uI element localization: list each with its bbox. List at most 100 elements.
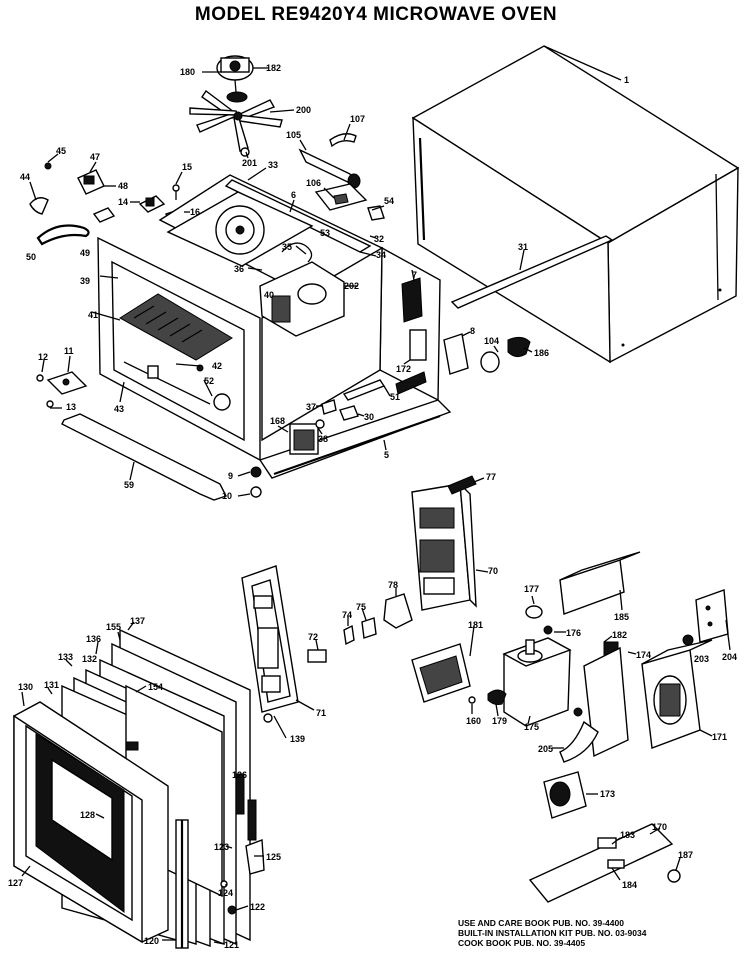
leader-1: [543, 45, 622, 81]
label-131: 131: [44, 680, 59, 690]
label-47: 47: [90, 152, 100, 162]
label-179: 179: [492, 716, 507, 726]
label-72: 72: [308, 632, 318, 642]
label-9: 9: [228, 471, 233, 481]
label-205: 205: [538, 744, 553, 754]
label-14: 14: [118, 197, 128, 207]
label-155: 155: [106, 622, 121, 632]
bracket-185: [559, 551, 641, 615]
bracket-107: [329, 133, 357, 148]
label-187: 187: [678, 850, 693, 860]
label-5: 5: [384, 450, 389, 460]
connector-77: [447, 475, 477, 495]
label-50: 50: [26, 252, 36, 262]
label-45: 45: [56, 146, 66, 156]
door-assembly: [13, 628, 265, 949]
label-172: 172: [396, 364, 411, 374]
label-6: 6: [291, 190, 296, 200]
parts-8-104-186: [443, 333, 531, 375]
screw-176: [543, 625, 553, 635]
label-52: 52: [204, 376, 214, 386]
leader-lines: [21, 67, 731, 945]
duct-174: [559, 646, 629, 763]
label-121: 121: [224, 940, 239, 950]
label-203: 203: [694, 654, 709, 664]
label-171: 171: [712, 732, 727, 742]
label-202: 202: [344, 281, 359, 291]
label-136: 136: [86, 634, 101, 644]
duct-105: [298, 148, 361, 189]
label-125: 125: [266, 852, 281, 862]
bracket-204: [695, 589, 729, 643]
label-41: 41: [88, 310, 98, 320]
label-43: 43: [114, 404, 124, 414]
label-39: 39: [80, 276, 90, 286]
label-1: 1: [624, 75, 629, 85]
label-120: 120: [144, 936, 159, 946]
label-33: 33: [268, 160, 278, 170]
part-181: [411, 643, 471, 703]
diagram-title: MODEL RE9420Y4 MICROWAVE OVEN: [194, 4, 558, 25]
label-12: 12: [38, 352, 48, 362]
label-200: 200: [296, 105, 311, 115]
label-137: 137: [130, 616, 145, 626]
label-130: 130: [18, 682, 33, 692]
label-184: 184: [622, 880, 637, 890]
label-183: 183: [620, 830, 635, 840]
publication-notes: USE AND CARE BOOK PUB. NO. 39-4400 BUILT…: [458, 918, 748, 948]
label-181: 181: [468, 620, 483, 630]
plate-106: [314, 183, 368, 211]
base-plate-170: [528, 823, 674, 903]
small-parts-left: [29, 162, 191, 246]
control-panel-71: [241, 565, 299, 713]
label-204: 204: [722, 652, 737, 662]
label-124: 124: [218, 888, 233, 898]
cabinet-rail-31: [450, 235, 614, 309]
label-59: 59: [124, 480, 134, 490]
control-board-70: [411, 482, 477, 611]
ring-177: [525, 605, 543, 619]
label-106: 106: [306, 178, 321, 188]
label-126: 126: [232, 770, 247, 780]
label-13: 13: [66, 402, 76, 412]
foot-10: [250, 486, 262, 498]
label-71: 71: [316, 708, 326, 718]
label-37: 37: [306, 402, 316, 412]
label-30: 30: [364, 412, 374, 422]
label-78: 78: [388, 580, 398, 590]
label-48: 48: [118, 181, 128, 191]
label-36: 36: [234, 264, 244, 274]
label-11: 11: [64, 346, 74, 356]
part-179: [487, 689, 507, 705]
fan-motor-173: [543, 771, 587, 819]
label-182: 182: [266, 63, 281, 73]
label-7: 7: [412, 270, 417, 280]
label-185: 185: [614, 612, 629, 622]
label-201: 201: [242, 158, 257, 168]
label-132: 132: [82, 654, 97, 664]
label-35: 35: [282, 242, 292, 252]
label-51: 51: [390, 392, 400, 402]
label-173: 173: [600, 789, 615, 799]
label-15: 15: [182, 162, 192, 172]
label-104: 104: [484, 336, 499, 346]
fan-motor: [216, 55, 254, 103]
foot-9: [250, 466, 262, 478]
label-10: 10: [222, 491, 232, 501]
label-77: 77: [486, 472, 496, 482]
magnetron-175: [502, 637, 572, 727]
label-122: 122: [250, 902, 265, 912]
cook-book-note: COOK BOOK PUB. NO. 39-4405: [458, 938, 586, 948]
front-rail-59: [61, 413, 227, 501]
hinge-11: [36, 371, 88, 408]
screw-182b: [573, 707, 583, 717]
part-187: [667, 869, 681, 883]
screw-180: [468, 696, 476, 704]
label-123: 123: [214, 842, 229, 852]
label-8: 8: [470, 326, 475, 336]
fan-blade: [189, 89, 283, 157]
label-186: 186: [534, 348, 549, 358]
part-number-labels: 1 180 182 200 201 107 105 106 45 47 44 4…: [8, 63, 737, 950]
label-160: 160: [466, 716, 481, 726]
